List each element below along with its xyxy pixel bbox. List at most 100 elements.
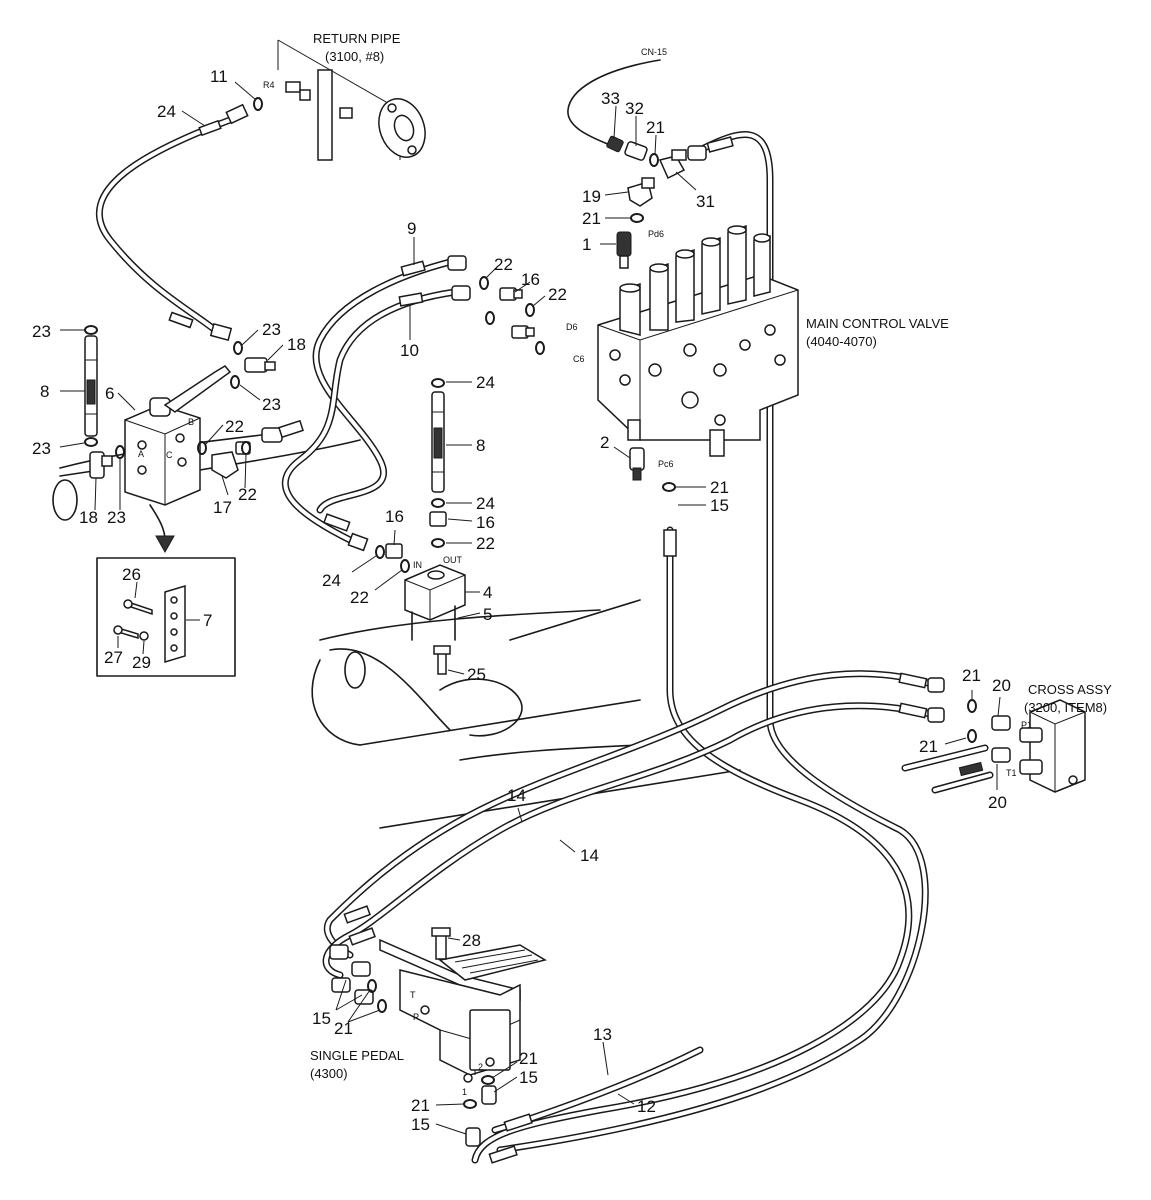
- label-cn15: CN-15: [641, 47, 667, 57]
- label-port-b: B: [188, 417, 194, 427]
- elbow-19: [627, 177, 655, 207]
- fitting-16-mid: [429, 511, 447, 527]
- callout: 20: [992, 676, 1011, 695]
- caption-mcv-line2: (4040-4070): [806, 334, 877, 349]
- callout: 23: [32, 439, 51, 458]
- callout: 16: [385, 507, 404, 526]
- callout: 12: [637, 1097, 656, 1116]
- callout: 8: [476, 436, 485, 455]
- caption-return-pipe: RETURN PIPE (3100, #8): [313, 31, 401, 64]
- caption-cross-assy: CROSS ASSY (3200, ITEM8): [1024, 682, 1112, 715]
- inset-bracket-box: [96, 557, 236, 677]
- label-r4: R4: [263, 80, 275, 90]
- callout: 22: [350, 588, 369, 607]
- label-out: OUT: [443, 555, 463, 565]
- pressure-switch-2: [629, 447, 645, 481]
- callout: 22: [548, 285, 567, 304]
- caption-pedal-line1: SINGLE PEDAL: [310, 1048, 404, 1063]
- callout: 25: [467, 665, 486, 684]
- label-in: IN: [413, 560, 422, 570]
- caption-return-pipe-line1: RETURN PIPE: [313, 31, 401, 46]
- inset-arrow: [149, 504, 175, 554]
- callout: 22: [494, 255, 513, 274]
- callout: 22: [225, 417, 244, 436]
- fitting-18-lower: [89, 451, 113, 479]
- callout: 24: [476, 373, 495, 392]
- callout: 8: [40, 382, 49, 401]
- callout: 16: [521, 270, 540, 289]
- callout: 24: [476, 494, 495, 513]
- main-control-valve: [597, 224, 799, 457]
- label-port-c: C: [166, 450, 173, 460]
- label-d6: D6: [566, 322, 578, 332]
- cn15-connector: [567, 59, 661, 153]
- callout: 24: [322, 571, 341, 590]
- callout: 15: [312, 1009, 331, 1028]
- caption-main-control-valve: MAIN CONTROL VALVE (4040-4070): [806, 316, 949, 349]
- label-c6: C6: [573, 354, 585, 364]
- caption-single-pedal: SINGLE PEDAL (4300): [310, 1048, 404, 1081]
- callout: 10: [400, 341, 419, 360]
- callout: 18: [79, 508, 98, 527]
- label-port-a: A: [138, 449, 144, 459]
- hose-8-center: [431, 391, 445, 493]
- caption-pedal-line2: (4300): [310, 1066, 348, 1081]
- label-pc6: Pc6: [658, 459, 674, 469]
- callout: 22: [476, 534, 495, 553]
- valve-block-6: [124, 365, 232, 506]
- boom-frame-outline: [52, 429, 741, 829]
- single-pedal: [379, 927, 547, 1083]
- callout: 20: [988, 793, 1007, 812]
- callout: 17: [213, 498, 232, 517]
- callout: 15: [710, 496, 729, 515]
- leader-lines: [59, 81, 1001, 1135]
- hose-12-13: [488, 1046, 704, 1164]
- callout: 19: [582, 187, 601, 206]
- callout: 33: [601, 89, 620, 108]
- port-labels: CN-15 R4 Pd6 D6 C6 Pc6 A B C IN OUT P1 T…: [138, 47, 1032, 1097]
- caption-cross-line1: CROSS ASSY: [1028, 682, 1112, 697]
- callout: 14: [507, 786, 526, 805]
- fitting-16-lower: [385, 543, 403, 559]
- label-pd6: Pd6: [648, 229, 664, 239]
- hose-14-lower: [322, 702, 945, 979]
- callout: 27: [104, 648, 123, 667]
- callout: 21: [519, 1049, 538, 1068]
- caption-cross-line2: (3200, ITEM8): [1024, 700, 1107, 715]
- callout: 21: [919, 737, 938, 756]
- callout: 21: [582, 209, 601, 228]
- callout: 21: [710, 478, 729, 497]
- return-pipe-bracket: [277, 39, 426, 161]
- caption-mcv-line1: MAIN CONTROL VALVE: [806, 316, 949, 331]
- fitting-31: [658, 149, 687, 180]
- callout: 4: [483, 583, 492, 602]
- callout: 2: [600, 433, 609, 452]
- pedal-fittings: [329, 944, 497, 1147]
- callout: 32: [625, 99, 644, 118]
- callout: 26: [122, 565, 141, 584]
- callout: 18: [287, 335, 306, 354]
- hose-upper-right: [496, 131, 929, 1154]
- callout: 28: [462, 931, 481, 950]
- callout: 23: [107, 508, 126, 527]
- callout-numbers: 11 24 23 8 23 23 18 6 23 18 22 17 22 23 …: [32, 67, 1011, 1134]
- callout: 7: [203, 611, 212, 630]
- callout: 14: [580, 846, 599, 865]
- callout: 23: [262, 395, 281, 414]
- label-pedal-1: 1: [462, 1087, 467, 1097]
- o-rings: [84, 97, 977, 1109]
- hose-11: [95, 103, 249, 342]
- label-pedal-2: 2: [478, 1062, 483, 1072]
- callout: 31: [696, 192, 715, 211]
- pressure-switch-1: [616, 231, 632, 269]
- hose-14-upper: [324, 670, 945, 959]
- hose-pc6: [471, 526, 913, 1164]
- callout: 23: [262, 320, 281, 339]
- fitting-16-top: [499, 287, 535, 339]
- solenoid-block-4: [404, 564, 466, 675]
- callout: 6: [105, 384, 114, 403]
- callout: 1: [582, 235, 591, 254]
- callout: 21: [334, 1019, 353, 1038]
- callout: 21: [646, 118, 665, 137]
